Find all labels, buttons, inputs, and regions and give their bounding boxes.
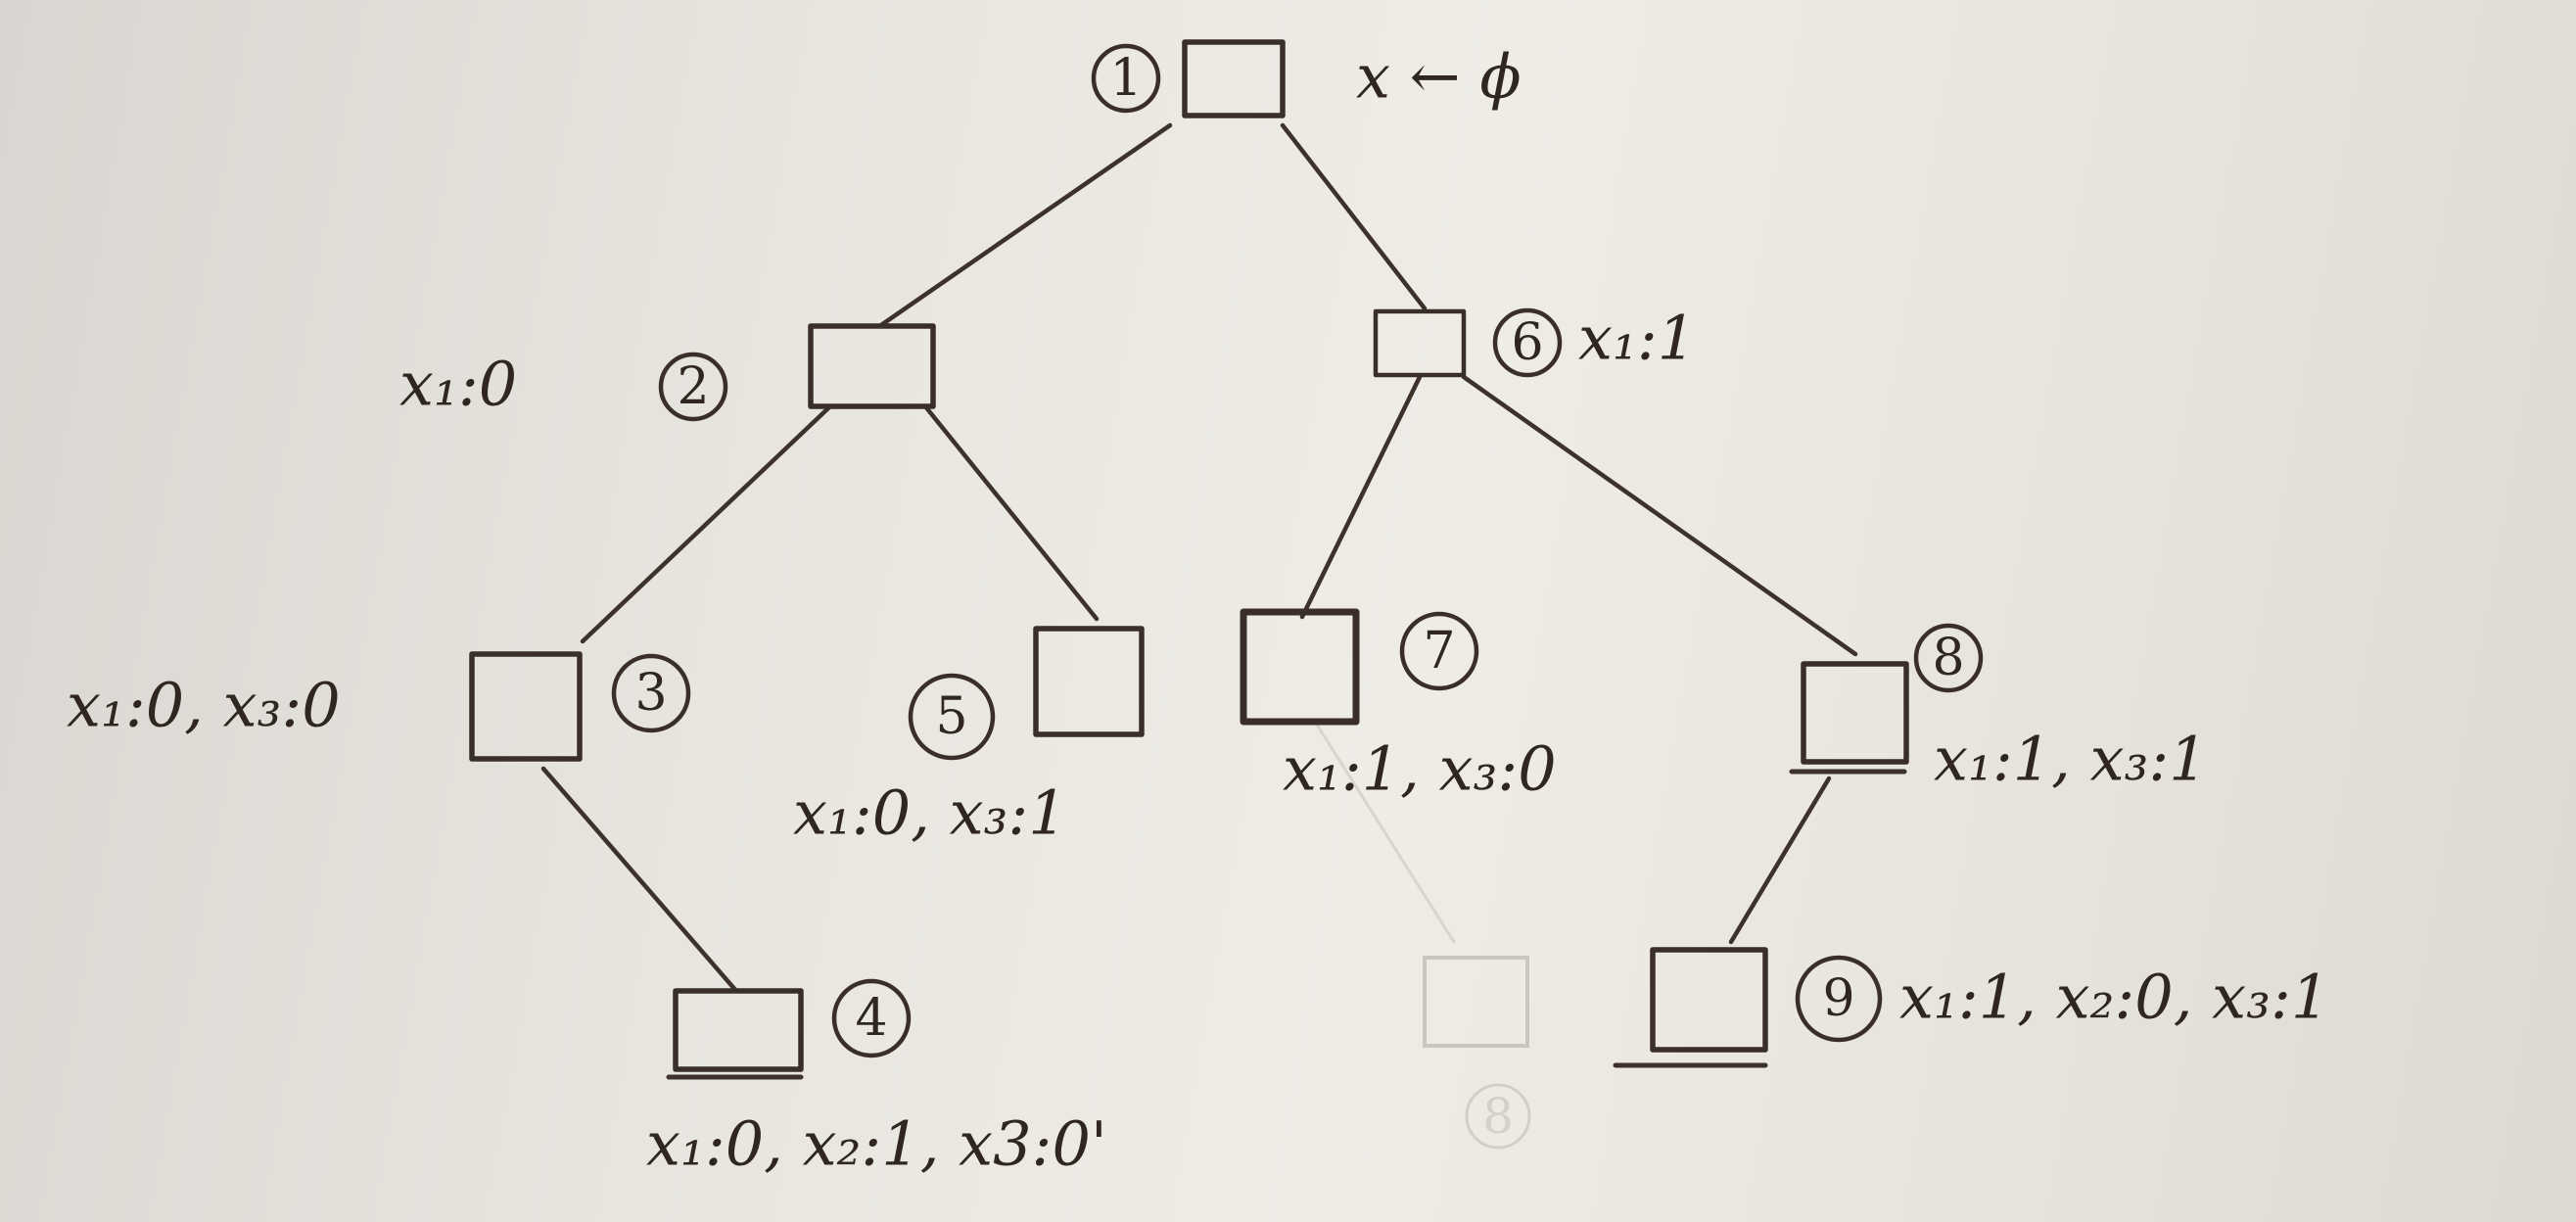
edge-6-7 [1299,374,1423,620]
node-6-box [1373,308,1467,378]
node-6-number: 6 [1511,313,1543,372]
node-5-marker [908,673,996,761]
node-9-label: x₁:1, x₂:0, x₃:1 [1899,962,2329,1033]
node-6: 6 x₁:1 [1373,303,1696,378]
node-1-marker [1091,43,1161,114]
edge-3-4 [540,766,739,994]
node-4: 4 x₁:0, x₂:1, x3:0' [646,978,1107,1180]
node-2-label: x₁:0 [399,349,517,420]
node-5-box [1033,626,1145,737]
node-8-label: x₁:1, x₃:1 [1934,724,2208,795]
node-9-marker [1795,955,1883,1043]
ghost-node: 8 [1423,956,1531,1150]
edge-2-3 [580,403,833,644]
edge-2-5 [922,403,1100,622]
edge-1-6 [1280,122,1428,311]
node-7: 7 x₁:1, x₃:0 [1240,608,1557,805]
node-1-box [1182,39,1286,118]
node-8-marker [1913,623,1984,693]
node-5-label: x₁:0, x₃:1 [793,777,1067,849]
node-7-label: x₁:1, x₃:0 [1283,733,1557,805]
node-3-box [469,651,583,762]
node-1-label: x ← ϕ [1356,41,1522,113]
node-8-box [1801,661,1909,765]
node-7-box [1240,608,1360,726]
node-7-marker [1399,611,1479,691]
node-1-number: 1 [1109,49,1142,108]
edge-6-8 [1461,374,1858,657]
node-7-number: 7 [1423,622,1455,681]
node-3-marker [611,653,691,733]
edge-8-9 [1728,776,1832,945]
node-5-number: 5 [935,687,967,746]
node-3-label: x₁:0, x₃:0 [67,670,341,741]
node-9-number: 9 [1822,969,1854,1028]
node-4-marker [831,978,912,1058]
node-8-number: 8 [1932,629,1964,687]
ghost-node-box [1423,956,1529,1048]
node-1: 1 x ← ϕ [1091,39,1522,118]
node-4-number: 4 [855,989,887,1048]
node-4-box [673,988,804,1072]
node-2: 2 x₁:0 [399,323,936,422]
edge-1-2 [878,122,1173,328]
node-8: 8 x₁:1, x₃:1 [1789,623,2208,795]
node-9-box [1650,947,1768,1053]
tree-edges [540,122,1858,994]
node-2-marker [658,352,728,422]
node-6-label: x₁:1 [1578,303,1696,374]
node-2-box [808,323,936,409]
node-2-number: 2 [677,357,709,416]
ghost-node-number: 8 [1482,1088,1514,1145]
node-9: 9 x₁:1, x₂:0, x₃:1 [1613,947,2329,1068]
node-6-marker [1492,307,1563,378]
ghost-node-marker [1465,1083,1531,1150]
node-5: 5 x₁:0, x₃:1 [793,626,1145,849]
node-3-number: 3 [634,664,667,723]
edge-ghost [1315,723,1456,944]
node-4-label: x₁:0, x₂:1, x3:0' [646,1108,1107,1180]
node-3: 3 x₁:0, x₃:0 [67,651,691,762]
